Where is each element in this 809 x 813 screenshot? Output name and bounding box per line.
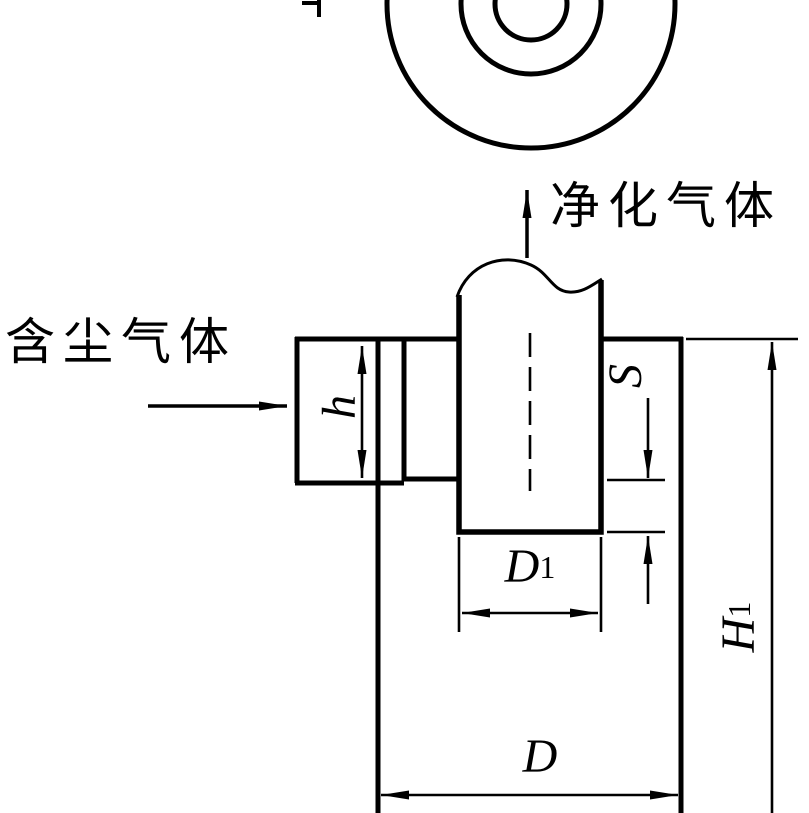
d-dimension-label: D <box>522 730 558 783</box>
d1-label-subscript: 1 <box>539 549 556 585</box>
d1-label-base: D <box>504 540 540 593</box>
inlet-inner-wall <box>401 337 459 482</box>
s-dimension-label: S <box>599 364 652 388</box>
h1-label-base: H <box>712 617 765 653</box>
exit-pipe-walls <box>456 280 604 535</box>
top-view-middle-circle <box>458 0 604 77</box>
top-view-inlet-tick <box>302 0 321 17</box>
h1-label-subscript: 1 <box>721 601 757 618</box>
top-view-inner-circle <box>492 0 570 43</box>
top-view-outer-circle <box>384 0 678 151</box>
clean-gas-label: 净化气体 <box>550 178 782 234</box>
dusty-gas-label: 含尘气体 <box>5 314 237 370</box>
exit-pipe-break-line <box>455 258 603 298</box>
h-dimension-label: h <box>313 395 366 419</box>
